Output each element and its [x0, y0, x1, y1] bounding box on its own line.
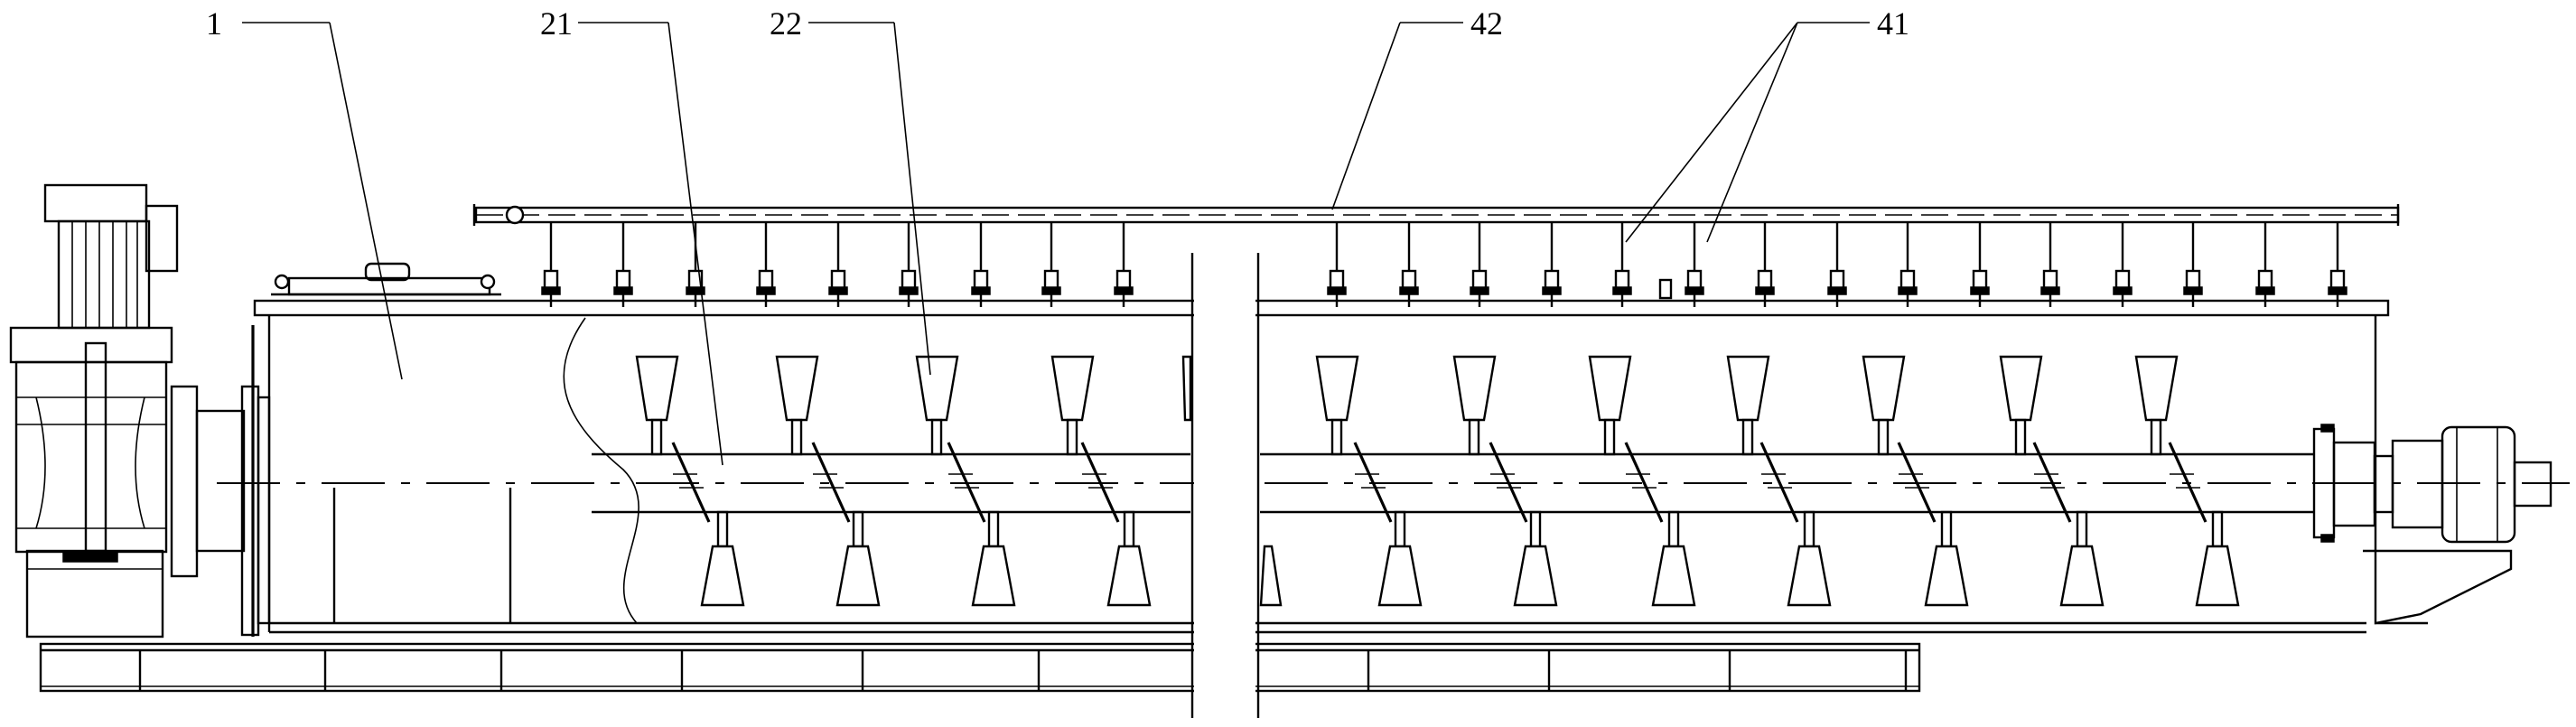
- spray-nozzles: [541, 222, 2347, 307]
- paddle: [1315, 355, 1359, 456]
- mixing-arms: [671, 442, 2207, 523]
- callout-leaders: [242, 22, 1870, 466]
- inlet-flange: [240, 325, 271, 637]
- callout-22: 22: [770, 5, 802, 42]
- paddles-upper-right: [1315, 355, 2179, 456]
- paddle: [1181, 355, 1192, 422]
- paddle: [1862, 355, 1906, 456]
- paddle: [1050, 355, 1095, 456]
- base-frame: [39, 642, 1921, 693]
- paddle: [1259, 545, 1283, 607]
- paddles-lower-right: [1259, 510, 2240, 607]
- callout-41: 41: [1877, 5, 1909, 42]
- paddle: [2134, 355, 2179, 456]
- main-shaft: [217, 452, 2570, 514]
- callout-21: 21: [540, 5, 573, 42]
- paddle: [971, 510, 1016, 607]
- paddle: [2195, 510, 2240, 607]
- paddle: [635, 355, 679, 456]
- paddle: [1588, 355, 1632, 456]
- outlet-bearing: [2312, 424, 2553, 625]
- paddle: [835, 510, 881, 607]
- paddle: [1787, 510, 1832, 607]
- paddle: [1377, 510, 1423, 607]
- paddle: [1999, 355, 2043, 456]
- callout-1: 1: [206, 5, 222, 42]
- paddle: [1452, 355, 1497, 456]
- paddle: [915, 355, 959, 456]
- paddle: [1106, 510, 1152, 607]
- paddle: [775, 355, 819, 456]
- paddle: [2059, 510, 2105, 607]
- paddles-lower-left: [700, 510, 1152, 607]
- break-lines: [1190, 244, 1260, 722]
- paddle: [1726, 355, 1770, 456]
- housing: [253, 299, 2390, 634]
- callout-labels: 1 21 22 42 41: [206, 5, 1909, 42]
- paddle: [1513, 510, 1558, 607]
- paddle: [700, 510, 745, 607]
- paddle: [1651, 510, 1696, 607]
- spray-manifold: [472, 204, 2400, 226]
- paddle: [1924, 510, 1969, 607]
- callout-42: 42: [1470, 5, 1503, 42]
- inspection-hatch: [271, 262, 501, 296]
- paddles-upper-left: [635, 355, 1192, 456]
- drive-motor: [43, 183, 179, 330]
- gearbox: [9, 326, 246, 638]
